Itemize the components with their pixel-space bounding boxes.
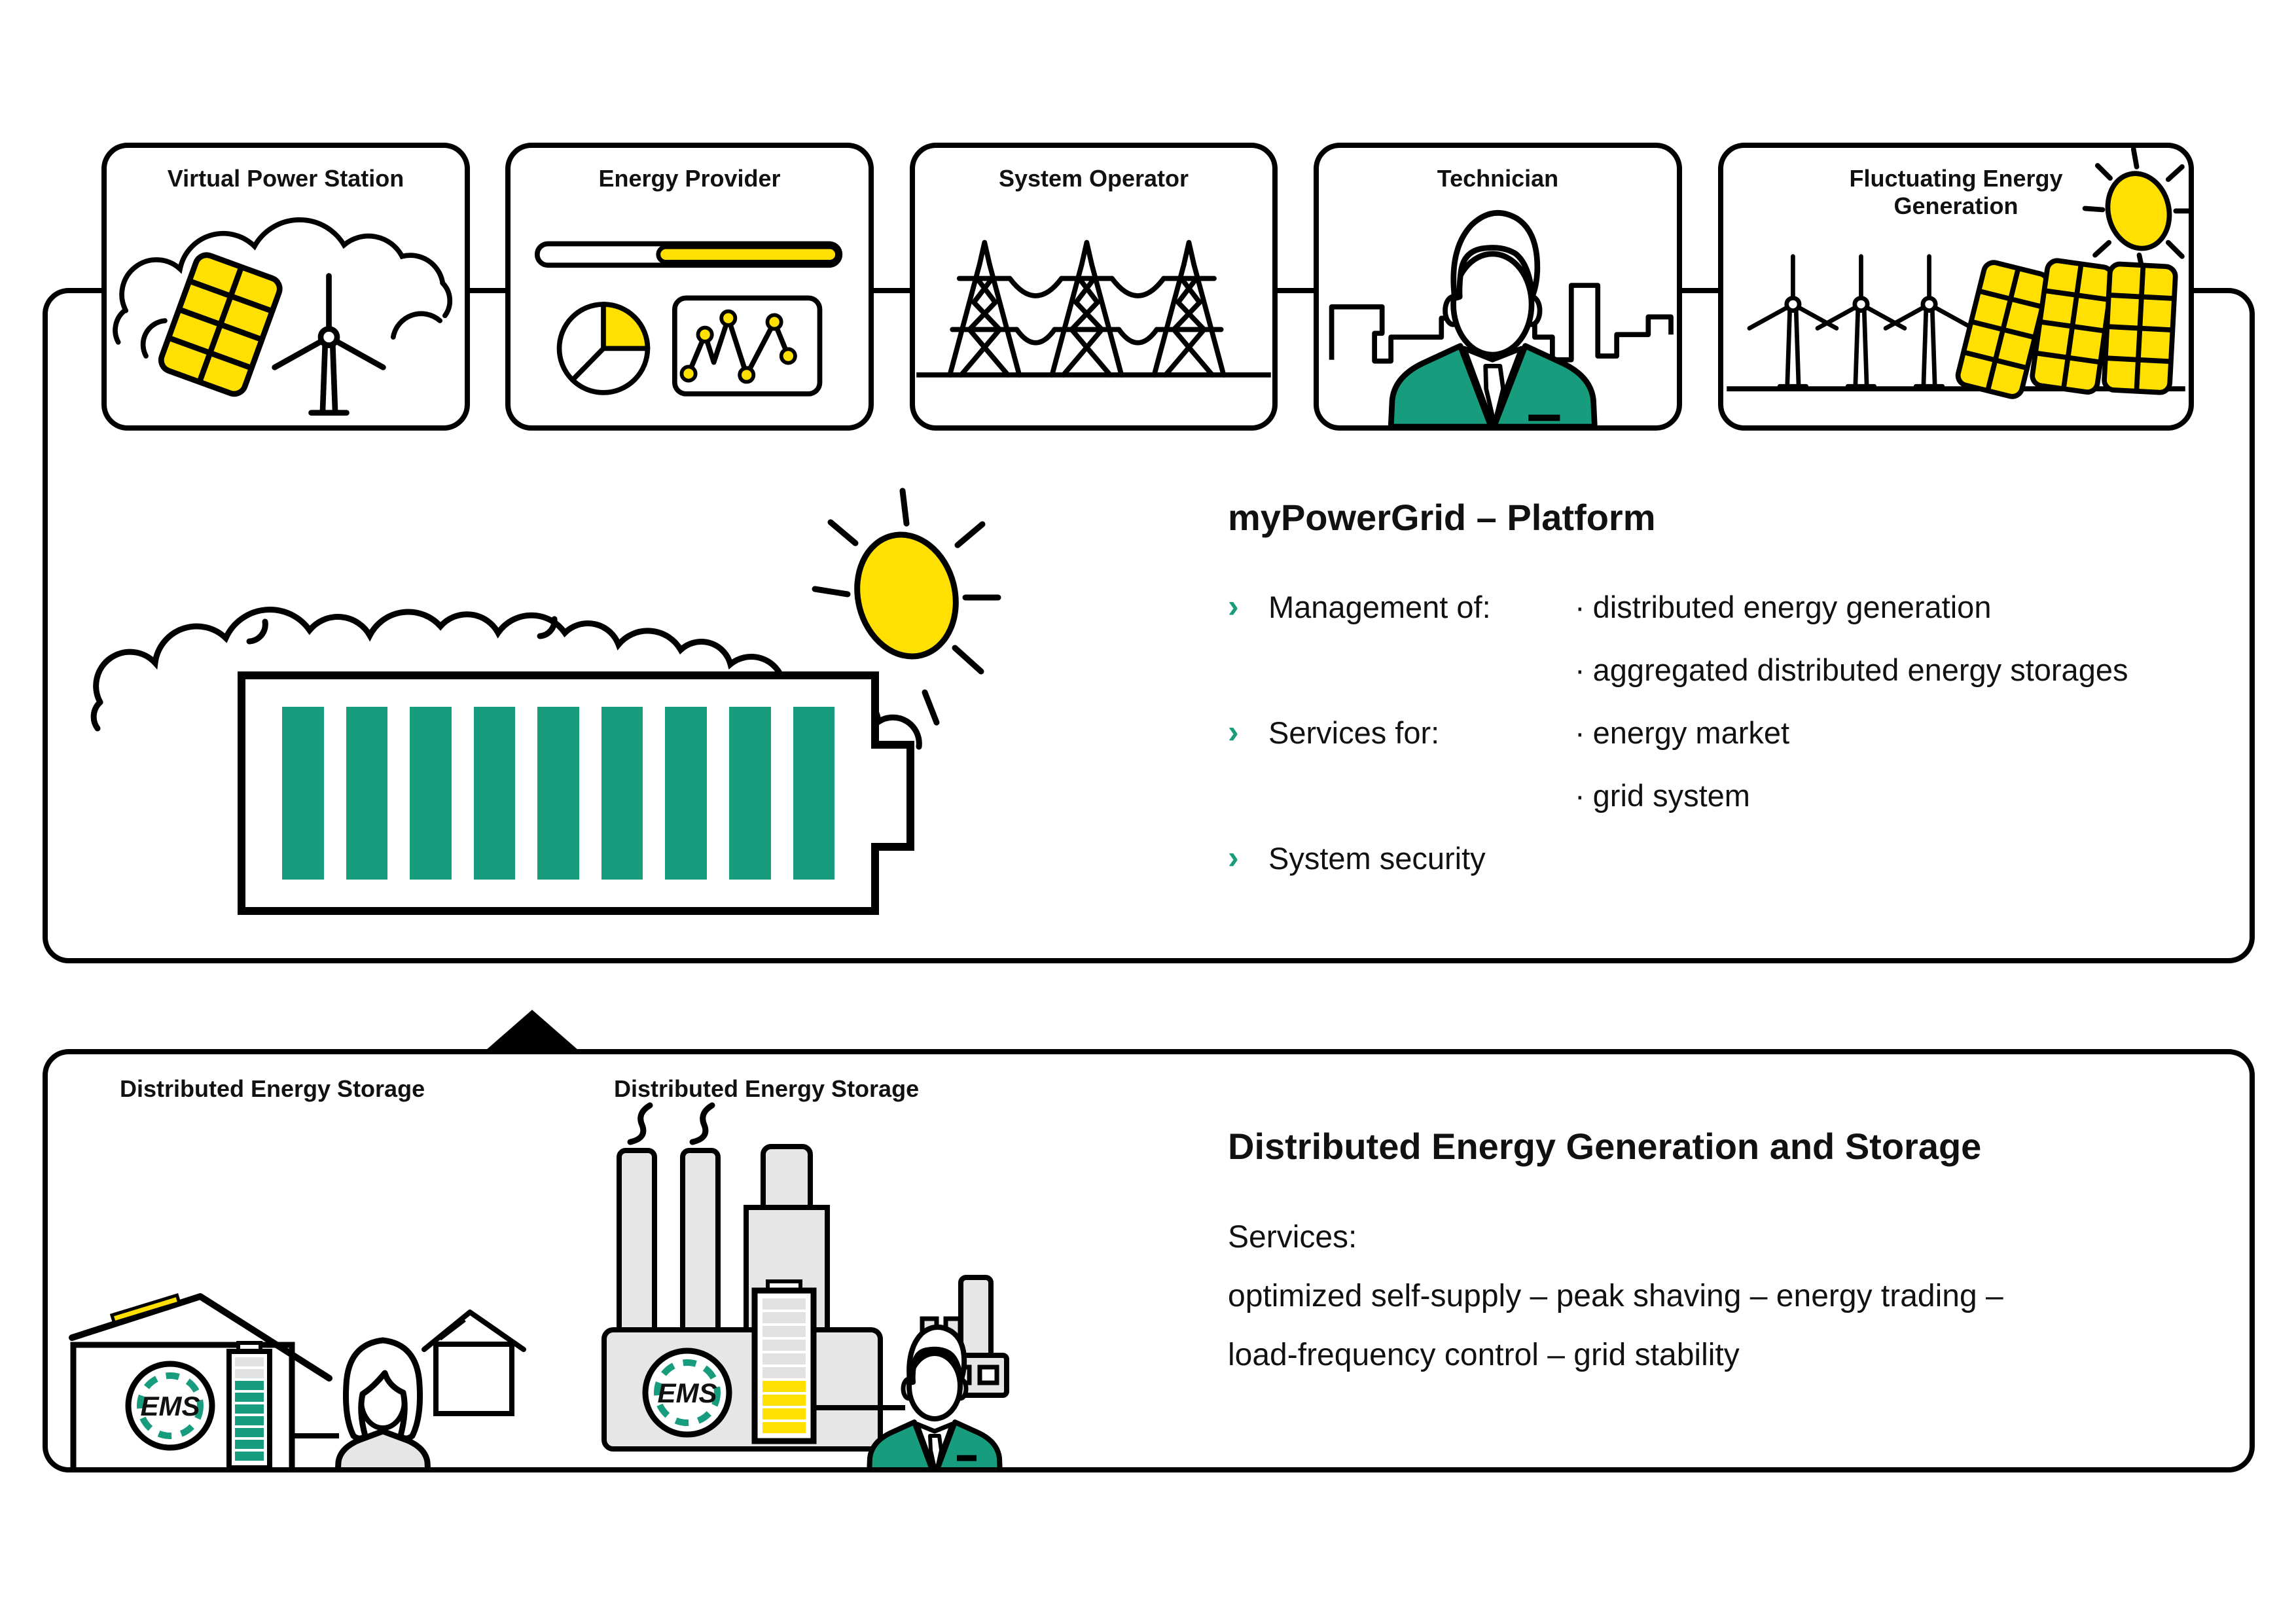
house-storage-illustration: EMS [69,1293,526,1467]
woman-figure [335,1337,431,1467]
battery-terminal [871,741,914,851]
pylon-icon [947,240,1022,378]
wind-turbine-icon [272,273,386,416]
battery-bar [410,707,452,880]
technician-figure [1388,209,1598,425]
skyline-icon [1329,283,1674,364]
solar-panel-icon [1955,260,2051,399]
pylon-icon [1049,240,1124,378]
storage-section-title: Distributed Energy Generation and Storag… [1228,1126,1982,1167]
man-figure [867,1325,1003,1467]
battery-bar [473,707,516,880]
factory-storage-illustration: EMS [601,1102,1009,1467]
face [1450,251,1535,358]
progress-bar-icon [534,241,843,268]
line-chart-icon [672,295,823,397]
battery-bar [601,707,643,880]
hair [1450,209,1541,301]
chevron-bullet-icon: › [1228,588,1239,624]
body [335,1428,431,1467]
storage-label-right: Distributed Energy Storage [614,1075,920,1102]
svg-text:EMS: EMS [657,1378,717,1408]
tie [1483,364,1506,425]
box-title: System Operator [998,165,1189,192]
bullet-label: System security [1268,841,1486,876]
battery-bar [728,707,771,880]
box-technician: Technician [1314,143,1682,431]
platform-title: myPowerGrid – Platform [1228,497,1656,538]
wind-turbine-icon [1815,254,1907,389]
services-line-2: load-frequency control – grid stability [1228,1338,1740,1372]
ems-badge: EMS [125,1361,215,1451]
battery-bar [793,707,835,880]
wind-turbine-icon [1747,254,1839,389]
system-operator-illustration [916,240,1271,378]
box-virtual-power-station: Virtual Power Station [101,143,470,431]
box-title: Technician [1437,165,1559,192]
fluctuating-energy-illustration [1727,148,2189,399]
bullet-item: ·aggregated distributed energy storages [1575,652,2128,687]
tie [928,1434,943,1467]
pylon-icon [1151,240,1227,378]
bullet-item: ·energy market [1575,715,1790,750]
wind-turbine-icon [1883,254,1975,389]
solar-panel-icon [2030,258,2115,395]
battery-bar [346,707,388,880]
home-battery-icon [226,1341,272,1467]
rooftop-solar-icon [109,1293,182,1325]
battery-bar [537,707,579,880]
battery-segments [762,1298,806,1433]
platform-bullet-list: › Management of: ·distributed energy gen… [1228,589,2128,903]
hair [906,1325,967,1385]
virtual-power-station-illustration [113,217,453,416]
box-system-operator: System Operator [910,143,1278,431]
bullet-item: ·grid system [1575,778,1750,813]
energy-provider-illustration [534,241,843,397]
technician-illustration [1329,209,1674,425]
battery-segments [235,1357,264,1461]
factory-battery-icon [751,1279,817,1444]
services-line-1: optimized self-supply – peak shaving – e… [1228,1279,2003,1313]
chevron-bullet-icon: › [1228,713,1239,750]
power-lines [1007,276,1166,346]
sun-icon [812,488,1001,726]
smoke-icon [627,1102,715,1145]
distributed-energy-panel: Distributed Energy Storage Distributed E… [43,1049,2255,1472]
solar-panel-icon [2102,261,2178,395]
small-house-icon [422,1310,526,1416]
battery-bar [665,707,707,880]
chevron-bullet-icon: › [1228,839,1239,876]
battery-icon [238,671,914,915]
svg-text:EMS: EMS [140,1391,200,1421]
box-title: Virtual Power Station [167,165,404,192]
box-fluctuating-energy-generation: Fluctuating Energy Generation [1718,143,2194,431]
box-energy-provider: Energy Provider [505,143,874,431]
box-title: Energy Provider [598,165,781,192]
arrow-up-icon [486,1010,579,1050]
bullet-label: Management of: [1268,590,1491,624]
services-label: Services: [1228,1220,1357,1255]
face [906,1351,963,1421]
battery-bar [282,707,324,880]
storage-label-left: Distributed Energy Storage [120,1075,425,1102]
battery-charge-bars [282,707,835,880]
solar-panel-icon [158,252,283,397]
rooftop-solar-icon [439,1318,466,1341]
sun-icon [2082,148,2189,276]
bullet-item: ·distributed energy generation [1575,590,1992,624]
box-title: Fluctuating Energy Generation [1849,165,2063,220]
cloud-icon [113,217,453,359]
bullet-label: Services for: [1268,715,1440,750]
pie-chart-icon [556,302,651,395]
ems-badge: EMS [642,1347,732,1438]
